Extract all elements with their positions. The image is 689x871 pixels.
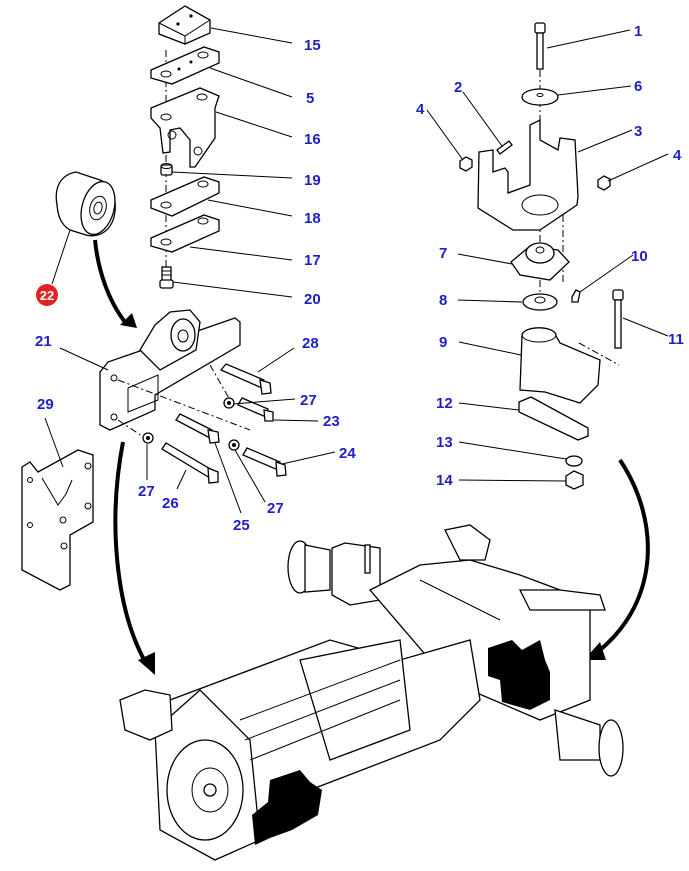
part-29-plate — [21, 449, 94, 591]
callout-15[interactable]: 15 — [304, 37, 321, 54]
callout-11[interactable]: 11 — [668, 331, 684, 348]
part-11-bolt — [612, 289, 624, 349]
part-19-spacer — [160, 163, 173, 176]
callout-27-b[interactable]: 27 — [138, 483, 155, 500]
part-10-screw — [571, 289, 581, 303]
callout-29[interactable]: 29 — [37, 396, 54, 413]
callout-14[interactable]: 14 — [436, 472, 453, 489]
part-14-nut — [565, 470, 584, 490]
rear-mount-stack — [459, 22, 624, 490]
callout-6[interactable]: 6 — [634, 78, 642, 95]
part-8-washer — [522, 293, 558, 311]
callout-7[interactable]: 7 — [439, 245, 447, 262]
highlighted-front-mount — [252, 770, 322, 845]
callout-21[interactable]: 21 — [35, 333, 52, 350]
part-27-washer-c — [228, 439, 240, 451]
transmission-axle-assembly — [119, 524, 624, 861]
callout-28[interactable]: 28 — [302, 335, 319, 352]
part-16-bracket — [150, 87, 220, 168]
part-2-screw — [496, 140, 513, 155]
callout-22[interactable]: 22 — [40, 288, 54, 303]
callout-5[interactable]: 5 — [306, 90, 314, 107]
callout-25[interactable]: 25 — [233, 517, 250, 534]
front-mount-stack — [150, 5, 220, 290]
part-5-plate — [150, 46, 220, 85]
part-24-bolt — [242, 447, 287, 477]
callout-19[interactable]: 19 — [304, 172, 321, 189]
part-21-mount-assembly — [99, 309, 241, 431]
leader-lines — [44, 27, 669, 514]
callout-26[interactable]: 26 — [162, 495, 179, 512]
callout-labels: 15 5 16 19 18 17 20 22 21 28 27 23 24 27… — [35, 23, 684, 534]
part-4-nut-b — [597, 175, 611, 191]
callout-10[interactable]: 10 — [631, 248, 648, 265]
part-25-bolt — [175, 413, 220, 444]
highlighted-rear-mount — [488, 640, 550, 710]
part-13-washer — [565, 455, 583, 467]
part-15-pad — [158, 5, 211, 45]
callout-16[interactable]: 16 — [304, 131, 321, 148]
callout-18[interactable]: 18 — [304, 210, 321, 227]
callout-4-a[interactable]: 4 — [416, 101, 425, 118]
part-26-bolt — [161, 442, 219, 484]
callout-13[interactable]: 13 — [436, 434, 453, 451]
callout-8[interactable]: 8 — [439, 292, 447, 309]
part-1-bolt — [534, 22, 546, 70]
part-7-mount — [510, 242, 570, 281]
callout-17[interactable]: 17 — [304, 252, 321, 269]
part-18-plate — [150, 176, 220, 217]
part-3-bracket — [477, 118, 579, 231]
part-27-washer-a — [223, 397, 235, 409]
callout-24[interactable]: 24 — [339, 445, 356, 462]
part-27-washer-b — [142, 432, 154, 444]
part-9-mount-block — [519, 327, 601, 404]
part-4-nut-a — [459, 156, 473, 172]
callout-9[interactable]: 9 — [439, 334, 447, 351]
callout-23[interactable]: 23 — [323, 413, 340, 430]
callout-27-a[interactable]: 27 — [300, 392, 317, 409]
part-17-plate — [150, 214, 220, 253]
callout-4-b[interactable]: 4 — [673, 147, 682, 164]
callout-3[interactable]: 3 — [634, 123, 642, 140]
part-12-plate — [518, 396, 589, 441]
part-6-washer — [521, 88, 559, 106]
callout-1[interactable]: 1 — [634, 23, 642, 40]
callout-22-badge[interactable]: 22 — [36, 284, 58, 306]
callout-20[interactable]: 20 — [304, 291, 321, 308]
part-28-bolt — [219, 363, 272, 395]
part-20-screw — [159, 266, 174, 289]
part-22-bushing — [55, 171, 116, 237]
callout-27-c[interactable]: 27 — [267, 500, 284, 517]
callout-2[interactable]: 2 — [454, 79, 462, 96]
callout-12[interactable]: 12 — [436, 395, 453, 412]
